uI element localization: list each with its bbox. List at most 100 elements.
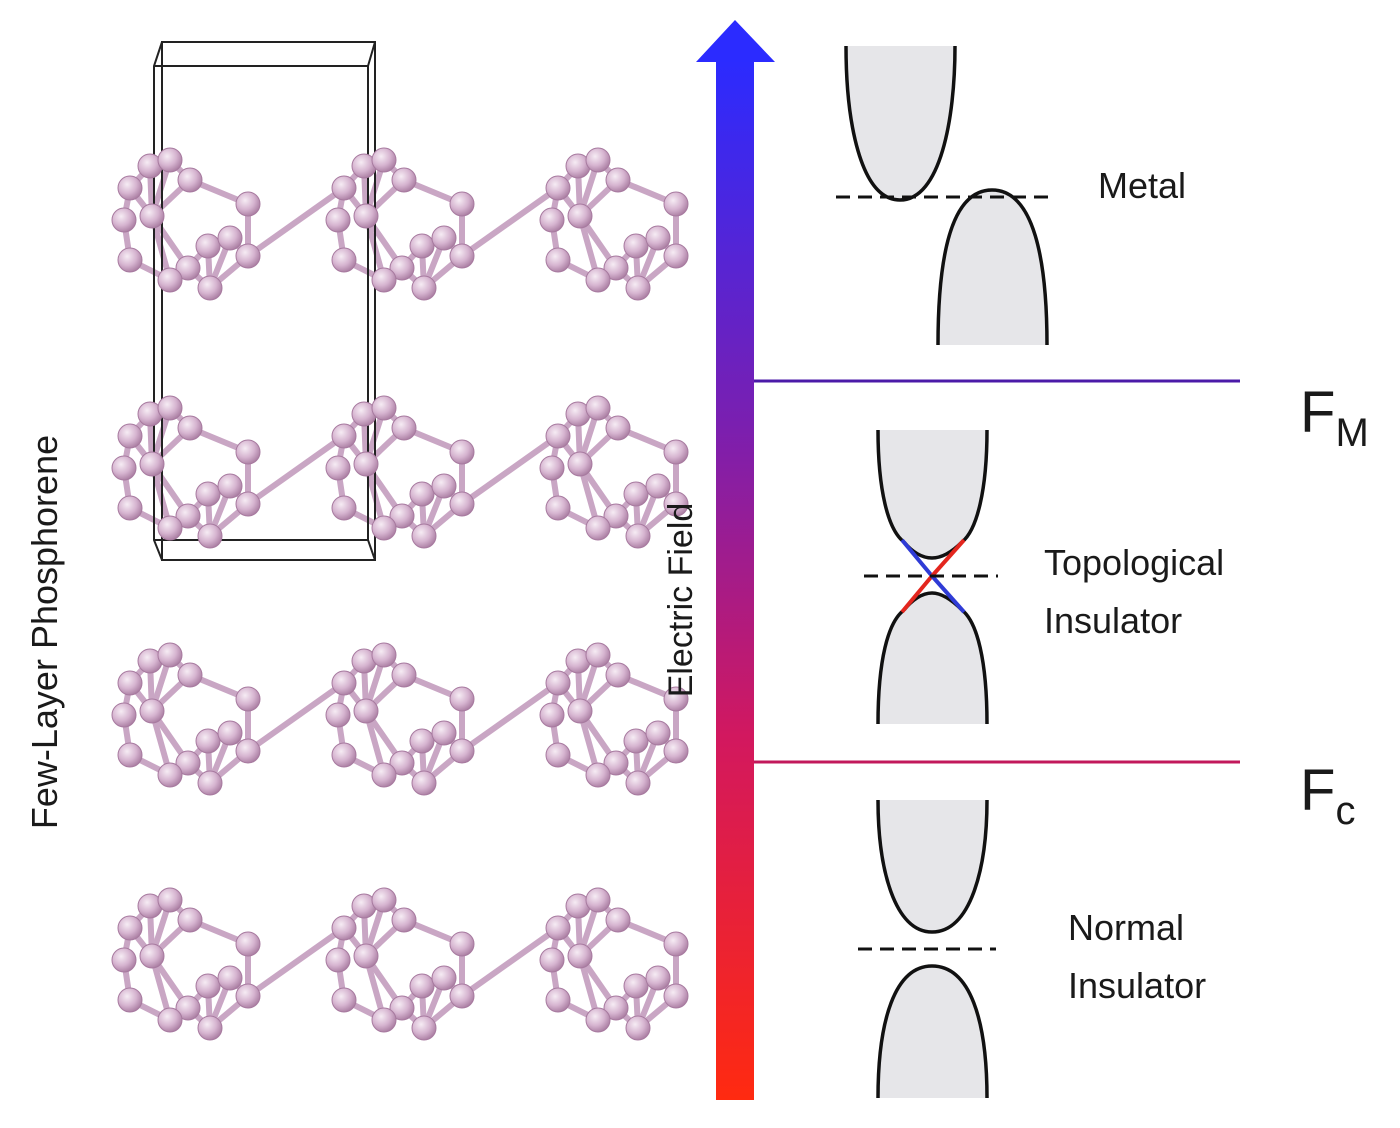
phosphorus-atom xyxy=(449,191,475,217)
phosphorus-atom xyxy=(331,247,357,273)
phosphorus-atom xyxy=(449,931,475,957)
phosphorus-atom xyxy=(157,762,183,788)
phosphorus-atom xyxy=(585,887,611,913)
phosphorus-atom xyxy=(195,481,221,507)
phosphorus-atom xyxy=(391,662,417,688)
phosphorus-atom xyxy=(117,670,143,696)
ti-label-line2: Insulator xyxy=(1044,600,1182,641)
phosphorus-atom xyxy=(235,686,261,712)
phosphorus-atom xyxy=(157,147,183,173)
phosphorus-atom xyxy=(623,973,649,999)
phosphorus-atom xyxy=(449,983,475,1009)
ti-edge-state-red-left xyxy=(900,574,934,614)
phosphorus-atom xyxy=(409,973,435,999)
phosphorus-atom xyxy=(371,267,397,293)
phosphorus-atom xyxy=(217,720,243,746)
p-p-bond xyxy=(246,680,346,754)
phosphorus-atom xyxy=(117,495,143,521)
phosphorus-atom xyxy=(371,642,397,668)
phosphorus-atom xyxy=(431,720,457,746)
phosphorus-atom xyxy=(331,495,357,521)
p-p-bond xyxy=(460,925,560,999)
phosphorus-atom xyxy=(175,995,201,1021)
phosphorus-atom xyxy=(449,439,475,465)
phosphorus-atom xyxy=(603,503,629,529)
phosphorus-atom xyxy=(545,670,571,696)
atom-layer xyxy=(111,147,689,1041)
phosphorus-atom xyxy=(663,439,689,465)
phosphorus-atom xyxy=(411,275,437,301)
phosphorus-atom xyxy=(411,523,437,549)
fm-label: FM xyxy=(1300,380,1369,455)
phosphorus-atom xyxy=(197,1015,223,1041)
phosphorus-atom xyxy=(663,686,689,712)
fc-label: Fc xyxy=(1300,758,1355,833)
phosphorus-atom xyxy=(409,233,435,259)
fm-label-main: F xyxy=(1300,380,1335,445)
phosphorus-atom xyxy=(645,473,671,499)
p-p-bond xyxy=(460,185,560,259)
phosphorus-atom xyxy=(585,515,611,541)
phosphorus-atom xyxy=(663,931,689,957)
phosphorus-atom xyxy=(371,395,397,421)
ti-conduction-band xyxy=(878,430,987,558)
phosphorus-atom xyxy=(409,728,435,754)
phosphorus-atom xyxy=(545,247,571,273)
phosphorus-atom xyxy=(603,995,629,1021)
topological-band-diagram xyxy=(864,429,998,725)
fm-label-sub: M xyxy=(1335,411,1368,455)
phosphorus-atom xyxy=(625,275,651,301)
phosphorus-atom xyxy=(117,915,143,941)
phosphorus-atom xyxy=(389,750,415,776)
phosphorus-atom xyxy=(235,931,261,957)
phosphorus-atom xyxy=(195,233,221,259)
phosphorus-atom xyxy=(545,423,571,449)
phosphorus-atom xyxy=(235,983,261,1009)
phosphorus-atom xyxy=(111,207,137,233)
phosphorus-atom xyxy=(567,203,593,229)
phosphorus-atom xyxy=(117,175,143,201)
electric-field-arrow xyxy=(696,20,775,1100)
phosphorus-atom xyxy=(391,415,417,441)
field-axis-label: Electric Field xyxy=(662,503,700,698)
phosphorus-atom xyxy=(157,642,183,668)
metal-conduction-band xyxy=(846,46,955,200)
phosphorus-atom xyxy=(645,225,671,251)
phosphorus-atom xyxy=(391,907,417,933)
phosphorus-atom xyxy=(625,770,651,796)
phosphorus-atom xyxy=(139,943,165,969)
phosphorus-atom xyxy=(331,915,357,941)
phosphorus-atom xyxy=(605,662,631,688)
phosphorus-atom xyxy=(325,702,351,728)
phosphorus-atom xyxy=(157,887,183,913)
phosphorus-atom xyxy=(175,750,201,776)
ni-label-line1: Normal xyxy=(1068,907,1184,948)
phosphorus-atom xyxy=(197,275,223,301)
phosphorus-atom xyxy=(663,191,689,217)
phosphorus-atom xyxy=(539,702,565,728)
fc-label-main: F xyxy=(1300,758,1335,823)
phosphorus-atom xyxy=(391,167,417,193)
phosphorus-atom xyxy=(117,987,143,1013)
phosphorus-atom xyxy=(545,987,571,1013)
ti-valence-band xyxy=(878,593,987,724)
phosphorus-atom xyxy=(111,455,137,481)
phosphorus-atom xyxy=(371,762,397,788)
phosphorus-atom xyxy=(545,175,571,201)
phosphorus-atom xyxy=(175,255,201,281)
phosphorus-atom xyxy=(331,987,357,1013)
phosphorus-atom xyxy=(567,943,593,969)
phosphorus-atom xyxy=(389,995,415,1021)
phosphorus-atom xyxy=(195,973,221,999)
phosphorus-atom xyxy=(139,451,165,477)
phosphorus-atom xyxy=(623,728,649,754)
phosphorus-atom xyxy=(623,233,649,259)
phosphorus-atom xyxy=(177,662,203,688)
phosphorus-atom xyxy=(325,947,351,973)
phosphorus-atom xyxy=(157,1007,183,1033)
phosphorus-atom xyxy=(353,943,379,969)
phosphorus-atom xyxy=(371,147,397,173)
p-p-bond xyxy=(246,185,346,259)
phosphorus-atom xyxy=(545,915,571,941)
